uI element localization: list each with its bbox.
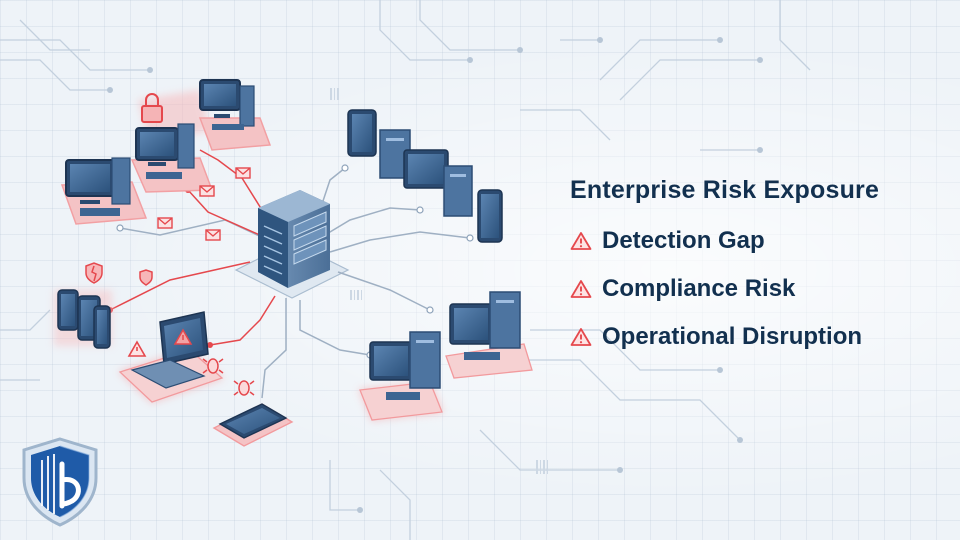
lock-icon <box>141 93 163 123</box>
compromised-laptop <box>118 311 224 403</box>
risk-label: Detection Gap <box>602 227 765 254</box>
desktop-icons <box>65 79 255 216</box>
central-server <box>258 190 330 288</box>
broken-shield-icons <box>85 262 153 286</box>
warning-triangle-icon <box>570 328 592 346</box>
risk-panel: Enterprise Risk Exposure Detection Gap C… <box>570 176 950 371</box>
risk-label: Compliance Risk <box>602 275 796 302</box>
warning-triangle-icon <box>127 340 147 357</box>
connections <box>109 149 471 399</box>
risk-item-detection-gap: Detection Gap <box>570 227 950 255</box>
shield-logo-icon <box>22 437 98 527</box>
barcode-marks <box>330 88 548 474</box>
warning-triangle-icon <box>570 280 592 298</box>
risk-label: Operational Disruption <box>602 323 863 350</box>
mobile-devices <box>54 289 112 349</box>
risk-item-operational-disruption: Operational Disruption <box>570 323 950 351</box>
connection-nodes <box>116 164 474 359</box>
circuit-nodes <box>107 37 763 513</box>
risk-item-compliance-risk: Compliance Risk <box>570 275 950 303</box>
circuit-traces <box>0 0 811 540</box>
device-cluster-right-bottom <box>358 291 533 421</box>
bug-icon <box>202 358 224 374</box>
email-envelope-icons <box>157 167 251 241</box>
compromised-tablet <box>212 403 294 447</box>
device-cluster-right-top <box>347 109 503 243</box>
warning-triangle-icon <box>570 232 592 250</box>
page-title: Enterprise Risk Exposure <box>570 176 880 204</box>
bug-icon <box>233 380 255 396</box>
